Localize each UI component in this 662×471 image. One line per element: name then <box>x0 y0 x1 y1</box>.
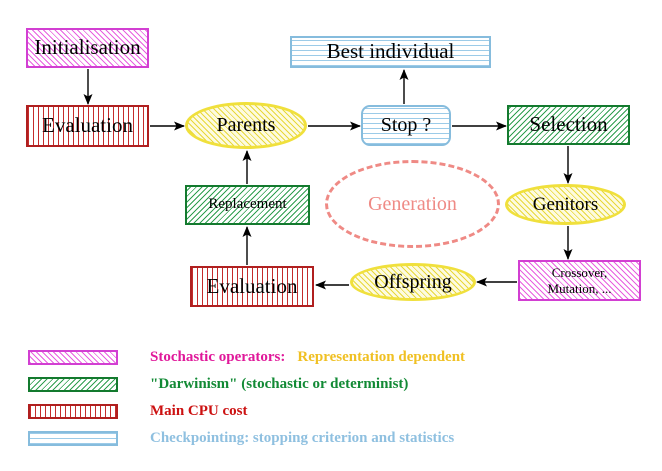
legend-row-darwinism: "Darwinism" (stochastic or determinist) <box>28 373 408 395</box>
crossover-label-line1: Crossover, <box>551 264 608 280</box>
legend-row-main-cpu-cost: Main CPU cost <box>28 400 248 422</box>
legend-row-stochastic-operators: Stochastic operators: Representation dep… <box>28 346 465 368</box>
node-initialisation[interactable]: Initialisation <box>26 28 149 68</box>
node-selection[interactable]: Selection <box>507 105 630 145</box>
legend-label-checkpointing: Checkpointing: stopping criterion and st… <box>150 429 455 446</box>
node-crossover-mutation[interactable]: Crossover, Mutation, ... <box>518 260 641 301</box>
crossover-label-line2: Mutation, ... <box>547 280 612 296</box>
node-offspring[interactable]: Offspring <box>350 263 476 301</box>
legend-swatch-blue-hatch <box>28 430 118 446</box>
node-parents[interactable]: Parents <box>185 102 307 149</box>
node-evaluation-bottom[interactable]: Evaluation <box>190 266 314 307</box>
legend-label-stochastic-operators: Stochastic operators: <box>150 348 286 365</box>
node-replacement[interactable]: Replacement <box>185 185 310 225</box>
node-stop[interactable]: Stop ? <box>361 105 451 146</box>
node-generation-boundary: Generation <box>325 160 500 248</box>
legend-swatch-red-hatch <box>28 403 118 419</box>
legend-label-main-cpu-cost: Main CPU cost <box>150 402 248 419</box>
legend-label-darwinism: "Darwinism" (stochastic or determinist) <box>150 375 409 392</box>
legend-label-representation-dependent: Representation dependent <box>297 348 466 365</box>
legend-swatch-magenta-hatch <box>28 349 118 365</box>
node-best-individual[interactable]: Best individual <box>290 36 491 68</box>
legend: Stochastic operators: Representation dep… <box>0 340 662 460</box>
node-evaluation-top[interactable]: Evaluation <box>26 105 149 147</box>
node-genitors[interactable]: Genitors <box>505 184 626 225</box>
legend-swatch-green-hatch <box>28 376 118 392</box>
legend-row-checkpointing: Checkpointing: stopping criterion and st… <box>28 427 454 449</box>
